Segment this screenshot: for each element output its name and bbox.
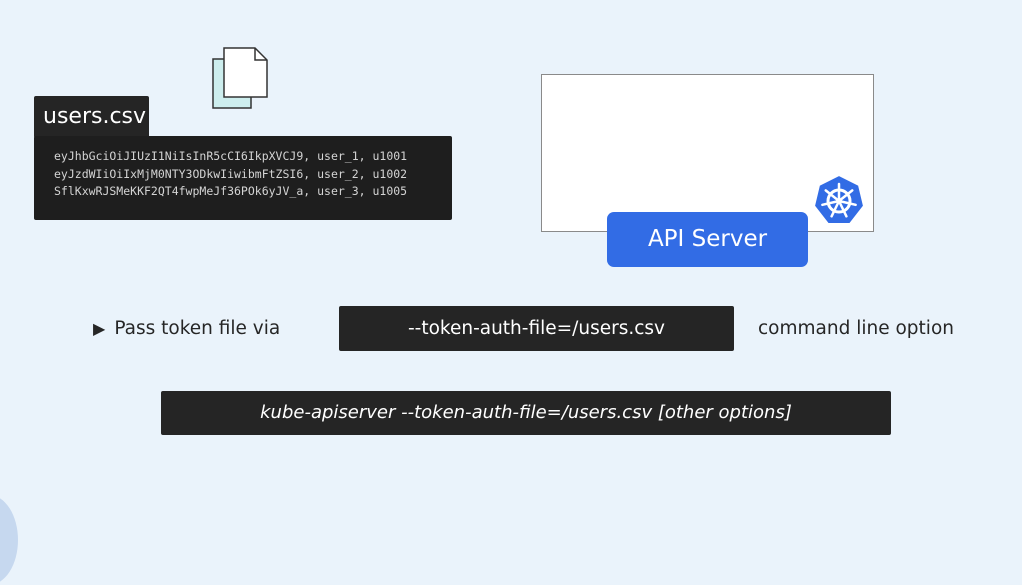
kube-apiserver-command: kube-apiserver --token-auth-file=/users.… [161, 391, 891, 435]
instruction-suffix: command line option [758, 318, 954, 339]
file-name-tab: users.csv [34, 96, 149, 138]
bullet-arrow-icon: ▶ [93, 319, 106, 338]
csv-line-3: SflKxwRJSMeKKF2QT4fwpMeJf36POk6yJV_a, us… [54, 184, 408, 198]
instruction-prefix: Pass token file via [114, 318, 281, 339]
background-arc [0, 495, 18, 585]
file-icon [212, 47, 268, 109]
csv-line-1: eyJhbGciOiJIUzI1NiIsInR5cCI6IkpXVCJ9, us… [54, 149, 408, 163]
instruction-text: ▶ Pass token file via [93, 314, 280, 344]
token-auth-option: --token-auth-file=/users.csv [339, 306, 734, 351]
kubernetes-icon [812, 173, 866, 225]
api-server-label: API Server [607, 212, 808, 267]
csv-file-contents: eyJhbGciOiJIUzI1NiIsInR5cCI6IkpXVCJ9, us… [34, 136, 452, 220]
csv-line-2: eyJzdWIiOiIxMjM0NTY3ODkwIiwibmFtZSI6, us… [54, 166, 408, 181]
